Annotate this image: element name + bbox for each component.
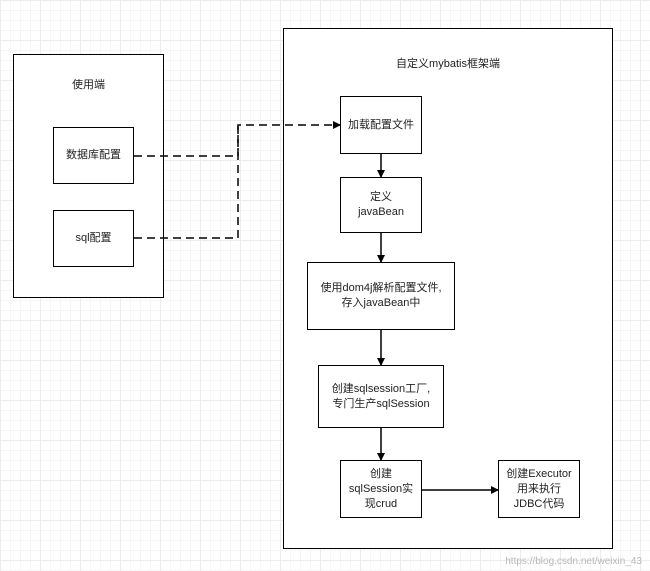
db-config-box: 数据库配置: [53, 127, 134, 184]
create-sqlsession-box: 创建 sqlSession实 现crud: [340, 460, 422, 518]
parse-config-box: 使用dom4j解析配置文件, 存入javaBean中: [307, 262, 455, 330]
sql-config-box: sql配置: [53, 210, 134, 267]
load-config-box: 加载配置文件: [340, 96, 422, 154]
user-side-title: 使用端: [72, 79, 105, 91]
create-executor-box: 创建Executor 用来执行 JDBC代码: [498, 460, 580, 518]
db-config-dashed-connector: [134, 121, 341, 157]
framework-side-title: 自定义mybatis框架端: [396, 58, 500, 70]
sql-config-dashed-connector: [134, 125, 239, 239]
define-javabean-box: 定义 javaBean: [340, 177, 422, 233]
watermark: https://blog.csdn.net/weixin_43: [505, 556, 642, 567]
create-sqlsession-factory-box: 创建sqlsession工厂, 专门生产sqlSession: [318, 365, 444, 428]
